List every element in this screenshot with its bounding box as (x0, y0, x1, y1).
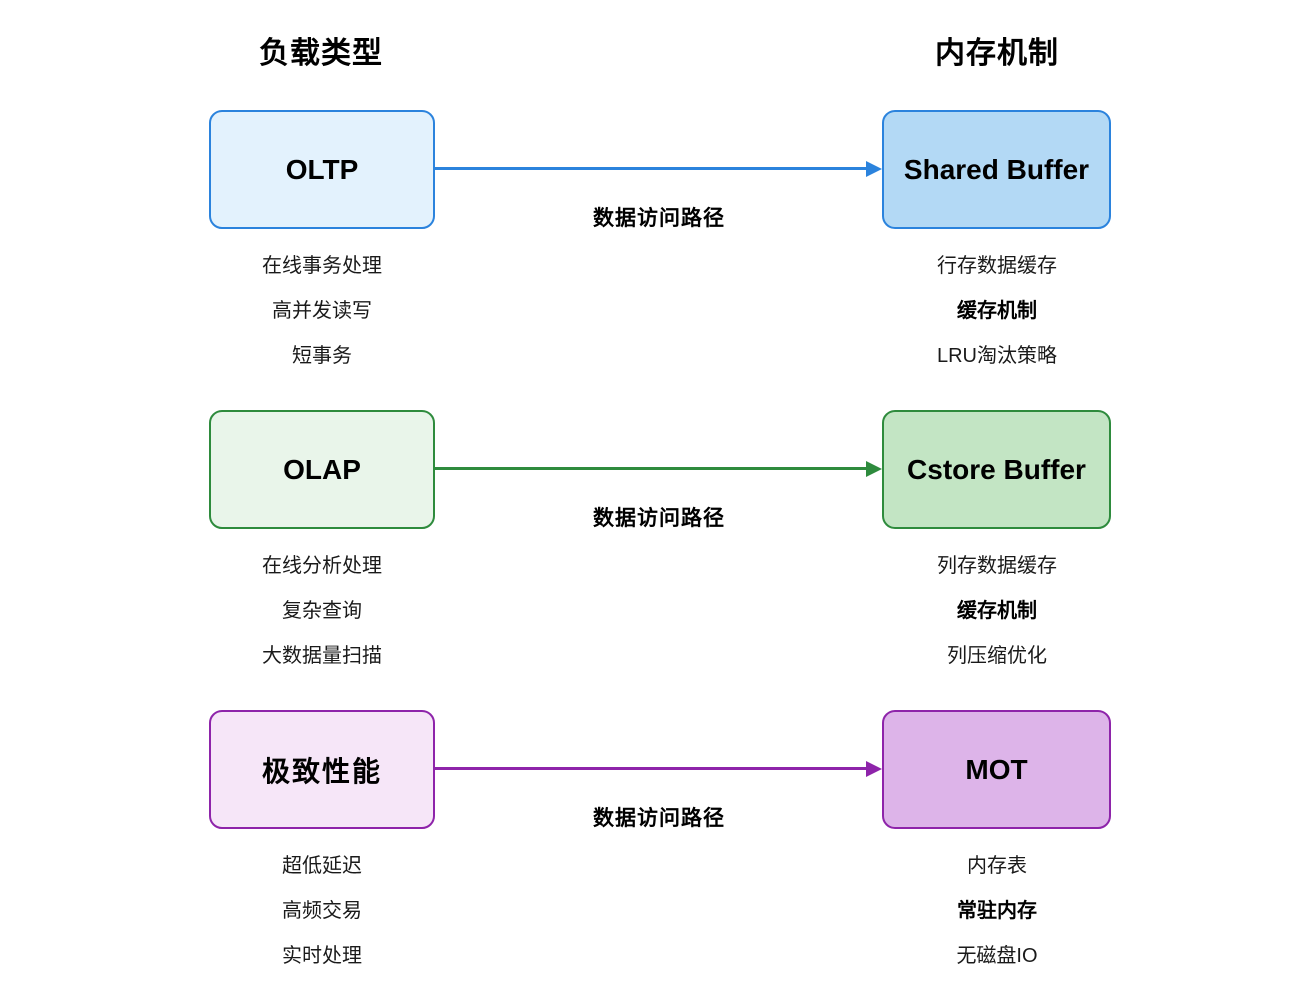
detail-item: 大数据量扫描 (262, 645, 382, 667)
connector-label-oltp: 数据访问路径 (593, 207, 725, 230)
column-header-workload-type: 负载类型 (259, 37, 383, 70)
node-title: OLAP (283, 453, 361, 485)
arrow-line (435, 167, 867, 170)
detail-list-olap-left: 在线分析处理复杂查询大数据量扫描 (196, 544, 448, 679)
detail-list-mot-right: 内存表常驻内存无磁盘IO (870, 844, 1124, 979)
arrow-line (435, 767, 867, 770)
detail-item: 行存数据缓存 (937, 255, 1057, 277)
connector-arrow-oltp (435, 161, 882, 177)
node-oltp-left[interactable]: OLTP (209, 110, 435, 229)
detail-item: 列压缩优化 (947, 645, 1047, 667)
detail-item: 实时处理 (282, 945, 362, 967)
detail-item: 内存表 (967, 855, 1027, 877)
node-olap-left[interactable]: OLAP (209, 410, 435, 529)
detail-item: 高频交易 (282, 900, 362, 922)
detail-item: 列存数据缓存 (937, 555, 1057, 577)
detail-item: 常驻内存 (957, 900, 1037, 922)
arrow-head-icon (866, 461, 882, 477)
connector-label-olap: 数据访问路径 (593, 507, 725, 530)
detail-item: 短事务 (292, 345, 352, 367)
detail-item: 在线分析处理 (262, 555, 382, 577)
detail-item: 超低延迟 (282, 855, 362, 877)
detail-list-oltp-right: 行存数据缓存缓存机制 LRU淘汰策略 (870, 244, 1124, 379)
node-title: 极致性能 (261, 755, 382, 787)
node-mot-right[interactable]: MOT (882, 710, 1111, 829)
node-title: OLTP (285, 153, 359, 185)
detail-item: 在线事务处理 (262, 255, 382, 277)
node-olap-right[interactable]: Cstore Buffer (882, 410, 1111, 529)
node-oltp-right[interactable]: Shared Buffer (882, 110, 1111, 229)
detail-item: 缓存机制 (957, 600, 1037, 622)
detail-list-olap-right: 列存数据缓存缓存机制列压缩优化 (870, 544, 1124, 679)
detail-item: LRU淘汰策略 (936, 345, 1057, 367)
node-title: MOT (965, 753, 1028, 785)
arrow-head-icon (866, 161, 882, 177)
arrow-line (435, 467, 867, 470)
node-title: Cstore Buffer (907, 453, 1086, 485)
arrow-head-icon (866, 761, 882, 777)
detail-list-oltp-left: 在线事务处理高并发读写短事务 (196, 244, 448, 379)
connector-arrow-mot (435, 761, 882, 777)
detail-item: 复杂查询 (282, 600, 362, 622)
detail-item: 缓存机制 (957, 300, 1037, 322)
connector-arrow-olap (435, 461, 882, 477)
node-title: Shared Buffer (903, 153, 1090, 185)
connector-label-mot: 数据访问路径 (593, 807, 725, 830)
column-header-memory-mechanism: 内存机制 (935, 37, 1059, 70)
detail-item: 高并发读写 (272, 300, 372, 322)
node-mot-left[interactable]: 极致性能 (209, 710, 435, 829)
detail-list-mot-left: 超低延迟高频交易实时处理 (196, 844, 448, 979)
detail-item: 无磁盘IO (956, 945, 1038, 967)
